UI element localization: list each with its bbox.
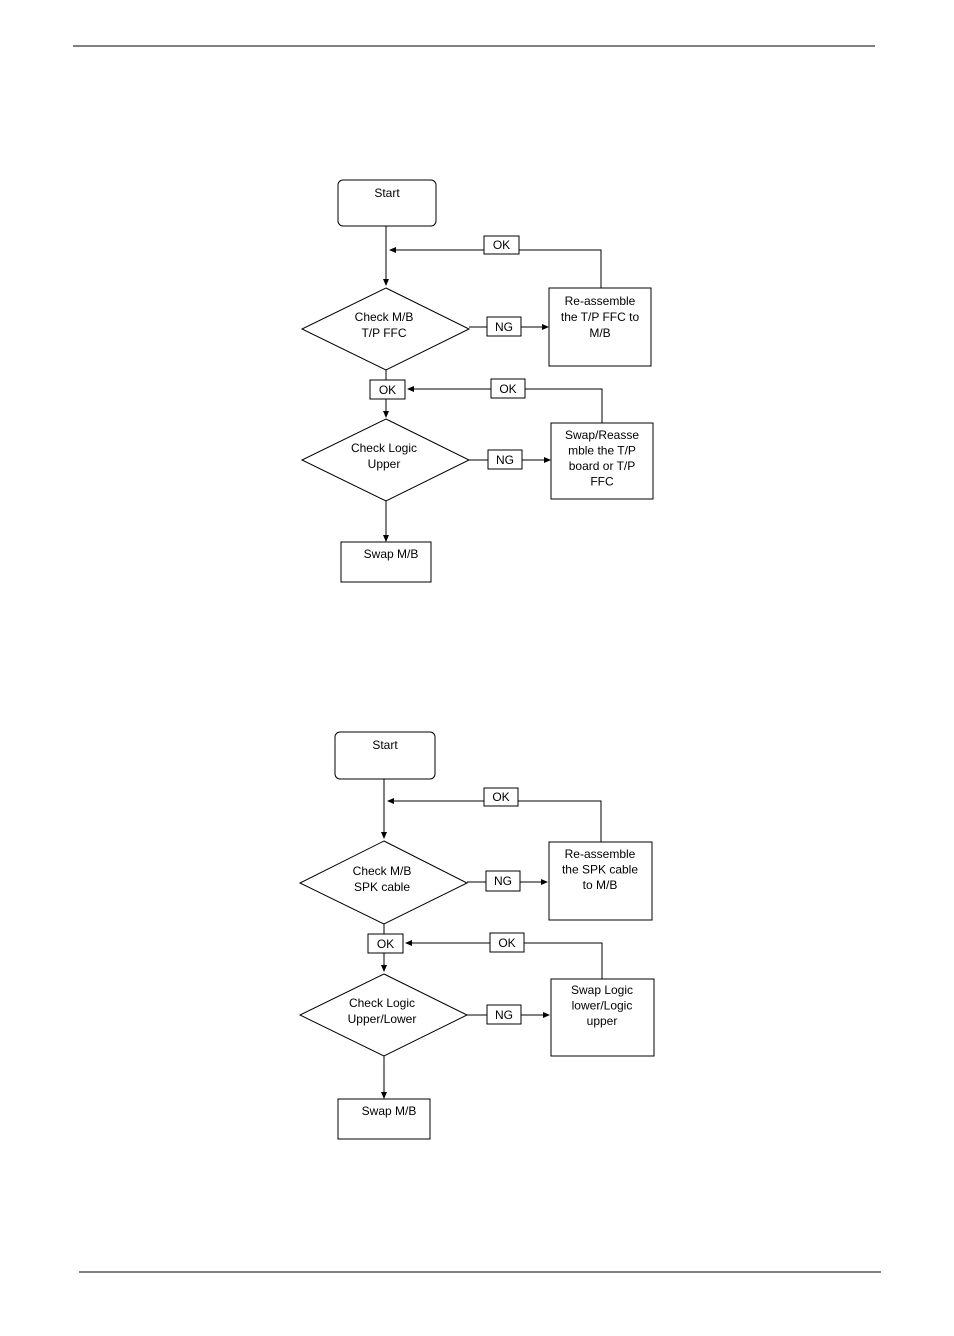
- flow2-ok-return-top-label: OK: [492, 790, 509, 804]
- flow1-fix1-label: Re-assemble the T/P FFC to M/B: [561, 294, 640, 340]
- flow2-ok-pass-label: OK: [377, 937, 394, 951]
- flow1-ng1-box: [486, 316, 522, 337]
- flow1-check2-decision: [300, 418, 471, 502]
- flow2-check1-label-line-2: SPK cable: [354, 880, 410, 894]
- flowchart-speaker: Start OK Check M/B SPK cable NG Re-assemb…: [298, 731, 655, 1140]
- flow1-fix1-label-line-3: M/B: [589, 326, 610, 340]
- flow1-check1-label-line-2: T/P FFC: [361, 326, 406, 340]
- flow1-fix2-label-line-2: mble the T/P: [568, 444, 636, 458]
- flow1-fix2-ok-return-line: [525, 388, 603, 423]
- flow1-check1-decision: [300, 287, 471, 371]
- flow2-fix1-label-line-1: Re-assemble: [565, 847, 636, 861]
- flow2-check2-label-line-2: Upper/Lower: [348, 1012, 417, 1026]
- flow2-ok-return-mid-label: OK: [498, 936, 515, 950]
- flow1-ok-return-mid-label: OK: [499, 382, 516, 396]
- flow2-check2-decision: [298, 973, 469, 1057]
- flow1-check2-label-line-1: Check Logic: [351, 441, 417, 455]
- flow1-ng2-box: [487, 449, 523, 470]
- flow1-start-label: Start: [374, 186, 400, 200]
- flow1-fix1-box: [548, 287, 652, 367]
- flow2-end-label: Swap M/B: [362, 1104, 417, 1118]
- flow1-ok-pass-label: OK: [379, 383, 396, 397]
- flow2-check1-label: Check M/B SPK cable: [353, 864, 412, 894]
- flow1-ok-return-top-box: [483, 235, 520, 255]
- flow2-fix1-label-line-2: the SPK cable: [562, 863, 638, 877]
- flow2-ng1-box: [485, 870, 521, 892]
- flow2-end-box: [337, 1098, 431, 1140]
- flow2-fix1-ok-return-line: [518, 800, 602, 842]
- flow2-ok-return-mid-box: [489, 932, 525, 953]
- flow2-fix2-label-line-1: Swap Logic: [571, 983, 633, 997]
- flow2-fix1-label-line-3: to M/B: [583, 878, 618, 892]
- flow1-check1-label-line-1: Check M/B: [355, 310, 414, 324]
- flow2-check1-label-line-1: Check M/B: [353, 864, 412, 878]
- flow1-ok-return-top-label: OK: [493, 238, 510, 252]
- flow1-start-node: [337, 179, 437, 227]
- flow2-connectors: [381, 779, 603, 1099]
- flow2-fix2-label-line-2: lower/Logic: [572, 999, 633, 1013]
- flow1-fix1-ok-return-line: [519, 249, 602, 288]
- flow1-end-label: Swap M/B: [364, 547, 419, 561]
- flow1-check2-label-line-2: Upper: [368, 457, 401, 471]
- flow2-ok-pass-box: [367, 933, 404, 954]
- flow1-ng2-label: NG: [496, 453, 514, 467]
- flow1-fix2-label-line-4: FFC: [590, 475, 614, 489]
- flow2-ng1-label: NG: [494, 874, 512, 888]
- flowchart-touchpad: Start OK Check M/B T/P FFC NG Re-assemble…: [300, 179, 654, 583]
- flow1-fix1-label-line-2: the T/P FFC to: [561, 310, 640, 324]
- flow1-fix2-label-line-1: Swap/Reasse: [565, 428, 639, 442]
- flow1-fix2-label-line-3: board or T/P: [569, 459, 635, 473]
- flow2-ng2-box: [486, 1004, 522, 1025]
- flow2-fix2-ok-return-line: [524, 942, 603, 979]
- flow2-check2-label-line-1: Check Logic: [349, 996, 415, 1010]
- flow2-fix2-box: [550, 978, 655, 1057]
- flow2-ok-return-top-box: [483, 787, 519, 807]
- flow1-check1-label: Check M/B T/P FFC: [355, 310, 414, 340]
- flow1-ok-return-mid-box: [490, 378, 526, 399]
- flow1-connectors: [383, 226, 603, 542]
- flow1-end-box: [340, 541, 432, 583]
- flow2-fix1-box: [548, 841, 653, 921]
- flow2-start-node: [334, 731, 436, 780]
- flow2-check1-decision: [298, 840, 469, 925]
- flow1-fix2-box: [550, 422, 654, 500]
- flow1-fix1-label-line-1: Re-assemble: [565, 294, 636, 308]
- flow2-fix2-label-line-3: upper: [587, 1014, 618, 1028]
- flow2-ng2-label: NG: [495, 1008, 513, 1022]
- flow1-ok-pass-box: [369, 379, 406, 400]
- flow2-start-label: Start: [372, 738, 398, 752]
- flow1-ng1-label: NG: [495, 320, 513, 334]
